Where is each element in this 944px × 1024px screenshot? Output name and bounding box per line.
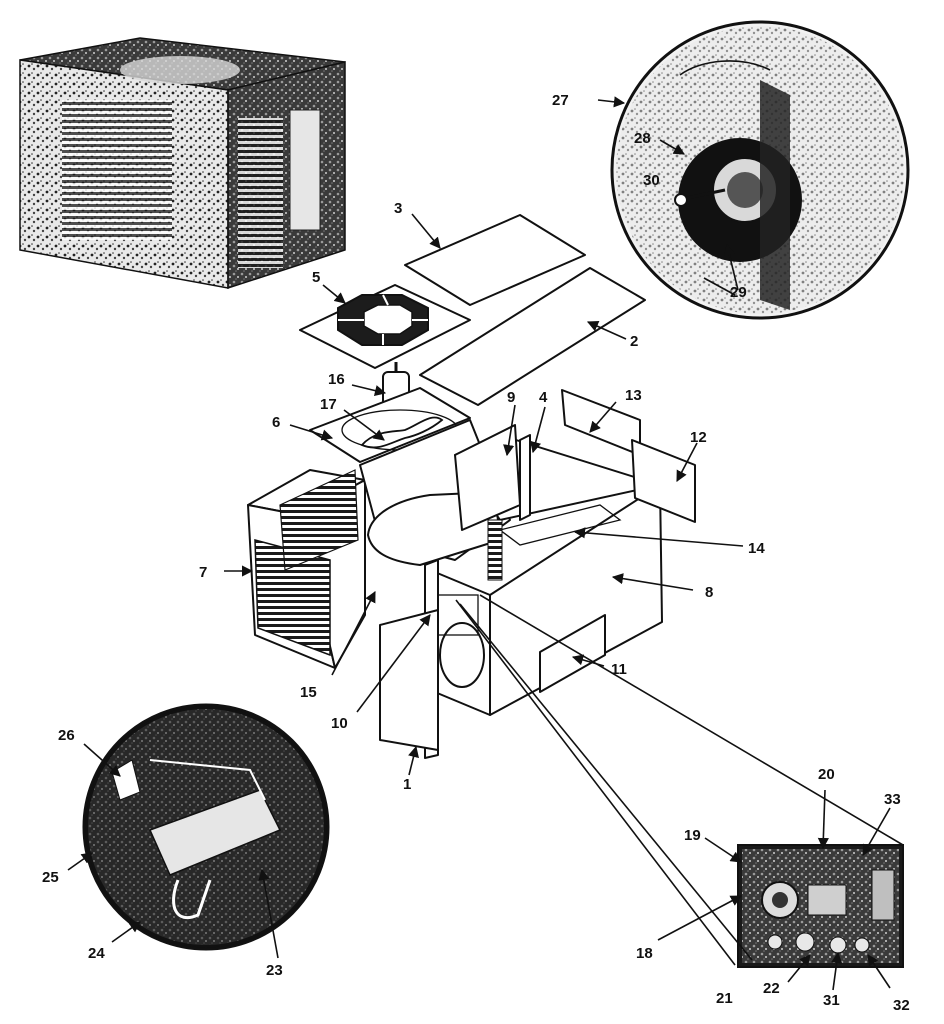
louvered-side-panel [254,469,359,657]
callout-1: 1 [403,776,411,793]
leader-18-long [455,599,736,966]
callout-20: 20 [818,766,835,783]
callout-11: 11 [611,661,627,678]
callout-10: 10 [331,715,348,732]
pulley-30 [674,193,688,207]
fan-grille [337,294,429,346]
callout-31: 31 [823,992,840,1009]
blower-detail-circle [610,20,910,320]
blower-wheel [439,622,485,688]
callout-28: 28 [634,130,651,147]
callout-21: 21 [716,990,733,1007]
callout-5: 5 [312,269,320,286]
callout-33: 33 [884,791,901,808]
callout-6: 6 [272,414,280,431]
leader-29 [703,277,736,296]
callout-2: 2 [630,333,638,350]
access-panel-11 [539,614,606,693]
leader-21-long [459,603,753,961]
callout-18: 18 [636,945,653,962]
callout-32: 32 [893,997,910,1014]
assembled-unit-photo [19,37,346,290]
callout-29: 29 [730,284,747,301]
access-panel-1 [379,609,439,751]
callout-7: 7 [199,564,207,581]
callout-12: 12 [690,429,707,446]
callout-14: 14 [748,540,765,557]
access-panel-12 [631,439,696,523]
callout-9: 9 [507,389,515,406]
callout-23: 23 [266,962,283,979]
callout-15: 15 [300,684,317,701]
callout-16: 16 [328,371,345,388]
callout-3: 3 [394,200,402,217]
top-panel-2 [419,267,646,406]
callout-27: 27 [552,92,569,109]
callout-4: 4 [539,389,548,406]
callout-24: 24 [88,945,105,962]
coil-detail-circle [82,703,330,951]
callout-25: 25 [42,869,59,886]
control-box-detail [737,844,904,968]
top-panel-3 [404,214,586,306]
leader-arrows [67,96,891,991]
partition-panel-4 [519,434,531,521]
callout-19: 19 [684,827,701,844]
callout-30: 30 [643,172,660,189]
callout-17: 17 [320,396,337,413]
callout-22: 22 [763,980,780,997]
callout-13: 13 [625,387,642,404]
divider-14 [498,504,622,546]
evaporator-coil [487,519,503,581]
blower-cabinet-side [489,484,663,716]
leader-33-long [479,594,904,846]
callout-8: 8 [705,584,713,601]
fan-orifice-panel [309,387,471,463]
callout-26: 26 [58,727,75,744]
